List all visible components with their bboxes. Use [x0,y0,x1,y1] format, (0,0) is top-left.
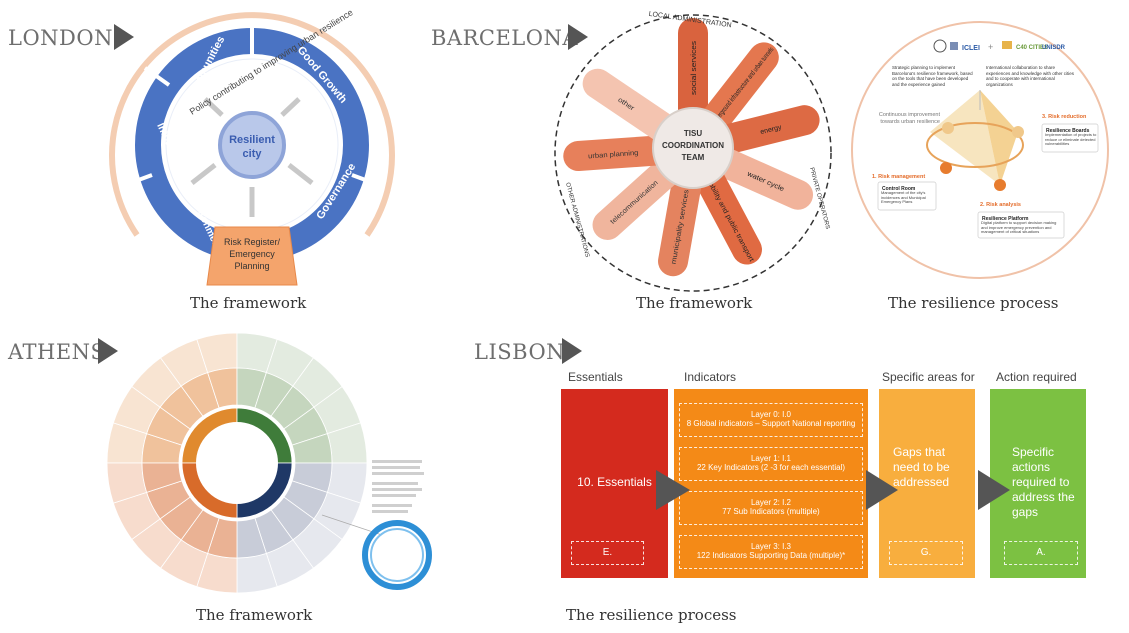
athens-title: ATHENS [8,340,106,364]
london-risk-line2: Emergency [229,249,275,259]
barcelona-petal: municipality services [658,167,702,277]
lisbon-layer-0: Layer 0: I.0 8 Global indicators – Suppo… [679,403,863,437]
svg-text:+: + [988,42,993,52]
barcelona-petal-label: urban planning [588,150,639,161]
barcelona-logo-iclei: ICLEI [962,45,980,52]
barcelona-boards-text: Implementation of projects to reduce or … [1045,133,1097,147]
barcelona-petal: urban planning [563,135,674,172]
london-diagram: Resilient city Communities Good Growth G… [109,7,395,286]
athens-caption: The framework [196,606,313,624]
barcelona-control-room: Control Room [882,186,916,192]
barcelona-petal-label: underground infrastructure and urban tun… [711,46,775,125]
barcelona-petal: water cycle [709,147,814,210]
athens-mid-sector [141,462,183,493]
barcelona-center-line2: COORDINATION [662,141,724,150]
london-caption: The framework [190,294,307,312]
lisbon-layer-3-title: Layer 3: I.3 [750,542,792,551]
london-arrow-icon [114,24,134,50]
lisbon-layer-2-title: Layer 2: I.2 [750,498,792,507]
lisbon-arrow-icon [562,338,582,364]
barcelona-other-admin: OTHER ADMINISTRATIONS [564,182,590,258]
lisbon-layer-1: Layer 1: I.1 22 Key Indicators (2 -3 for… [679,447,863,481]
lisbon-caption: The resilience process [566,606,737,624]
lisbon-layer-1-desc: 22 Key Indicators (2 -3 for each essenti… [696,463,846,472]
lisbon-layer-3: Layer 3: I.3 122 Indicators Supporting D… [679,535,863,569]
barcelona-logo-circle-icon [933,39,947,53]
london-title: LONDON [8,26,113,50]
london-risk-line3: Planning [234,261,269,271]
barcelona-logo-unisdr: UNISDR [1042,45,1066,51]
london-center-line1: Resilient [229,134,275,146]
lisbon-actions-label: Specific actions required to address the… [1012,445,1075,519]
lisbon-essentials-label: 10. Essentials [577,475,652,489]
barcelona-title: BARCELONA [431,26,579,50]
barcelona-petal-label: social services [691,40,698,95]
lisbon-layer-0-title: Layer 0: I.0 [750,410,792,419]
london-center-circle [218,111,286,179]
barcelona-logo-c40: C40 CITIES [1016,45,1048,51]
barcelona-control-room-text: Management of the city's incidences and … [881,191,926,205]
barcelona-platform: Resilience Platform [982,216,1029,222]
barcelona-process-caption: The resilience process [888,294,1059,312]
barcelona-petal: other [582,68,679,144]
barcelona-arrow-icon [568,24,588,50]
barcelona-center-circle [652,107,734,189]
barcelona-petal: energy [711,105,820,155]
barcelona-logo-bars-icon [1002,41,1012,49]
barcelona-platform-text: Digital platform to support decision mak… [981,221,1057,235]
athens-blue-ring [362,520,432,590]
lisbon-header-specific: Specific areas for [882,370,975,384]
lisbon-actions-box: A. [1004,541,1078,565]
barcelona-center-line3: TEAM [682,153,705,162]
lisbon-gaps-box: G. [889,541,963,565]
lisbon-header-indicators: Indicators [684,370,737,384]
barcelona-triangle [930,90,1000,185]
lisbon-layer-0-desc: 8 Global indicators – Support National r… [686,419,856,428]
barcelona-step1: 1. Risk management [872,174,925,180]
lisbon-header-action: Action required [996,370,1077,384]
london-risk-line1: Risk Register/ [224,237,281,247]
barcelona-logo-square-icon [950,42,958,50]
lisbon-layer-1-title: Layer 1: I.1 [750,454,792,463]
lisbon-gaps-label: Gaps that need to be addressed [893,445,950,489]
lisbon-layer-2-desc: 77 Sub Indicators (multiple) [722,507,820,516]
lisbon-layer-3-desc: 122 Indicators Supporting Data (multiple… [696,551,846,560]
lisbon-layer-2: Layer 2: I.2 77 Sub Indicators (multiple… [679,491,863,525]
lisbon-title: LISBON [474,340,566,364]
athens-arrow-icon [98,338,118,364]
lisbon-essentials-column: 10. Essentials E. [561,389,668,578]
barcelona-framework-diagram: social services underground infrastructur… [554,11,832,292]
barcelona-center-text: Continuous improvement towards urban res… [878,112,940,125]
lisbon-indicators-column: Layer 0: I.0 8 Global indicators – Suppo… [674,389,868,578]
barcelona-dashed-ring [554,14,832,292]
barcelona-process-diagram: ICLEI + C40 CITIES UNISDR Strategic plan… [851,21,1109,279]
london-risk-box [206,226,298,286]
barcelona-petal: social services [678,18,708,128]
lisbon-header-essentials: Essentials [568,370,623,384]
barcelona-step2: 2. Risk analysis [980,202,1021,208]
barcelona-framework-caption: The framework [636,294,753,312]
lisbon-specific-column: Gaps that need to be addressed G. [879,389,975,578]
lisbon-action-column: Specific actions required to address the… [990,389,1086,578]
barcelona-boards: Resilience Boards [1046,128,1090,134]
london-outer-ring [109,12,395,237]
athens-center [207,433,267,493]
barcelona-center-line1: TISU [684,129,702,138]
barcelona-step3: 3. Risk reduction [1042,114,1087,120]
lisbon-essentials-box: E. [571,541,644,565]
athens-framework-diagram [106,332,432,594]
barcelona-left-text: Strategic planning to implement Barcelon… [892,65,973,87]
london-center-line2: city [243,148,263,160]
barcelona-right-text: International collaboration to share exp… [986,65,1075,87]
